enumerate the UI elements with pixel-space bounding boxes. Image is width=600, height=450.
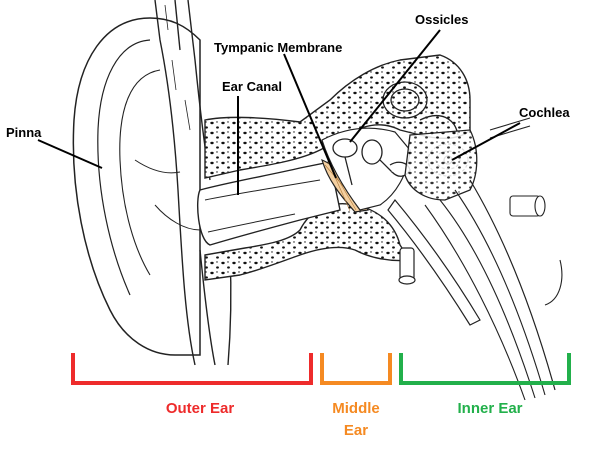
pinna-leader [37,139,103,169]
cochlea-leader [451,122,521,161]
jugular-vessel [398,247,416,285]
leader-lines [37,29,521,195]
ossicles-label: Ossicles [415,12,469,27]
inner-ear-caption: Inner Ear [420,398,560,420]
ear-canal-shape [197,161,341,246]
outer-ear-caption: Outer Ear [130,398,270,420]
cochlea-label: Cochlea [519,105,570,120]
ossicles-leader [349,29,441,143]
pinna-shape [72,17,201,356]
middle-ear-caption-line2: Ear [343,421,369,439]
pinna-label: Pinna [6,125,42,140]
temporal-bone-lower [204,203,412,281]
tympanic-membrane-leader [283,53,337,179]
auditory-nerve [424,117,563,401]
outer-ear-caption-text: Outer Ear [165,400,235,417]
outer-ear-bracket [71,353,313,385]
inner-ear-bracket [399,353,571,385]
tympanic-membrane-label: Tympanic Membrane [214,40,343,55]
ear-canal-label: Ear Canal [222,79,282,94]
ossicles-shape [332,138,411,186]
middle-ear-caption-line1: Middle [332,400,380,417]
middle-ear-caption: Middle Ear [316,398,396,442]
middle-ear-bracket [320,353,392,385]
inner-ear-bone [404,129,478,201]
inner-ear-caption-text: Inner Ear [457,400,523,417]
eustachian-tube [387,199,481,326]
